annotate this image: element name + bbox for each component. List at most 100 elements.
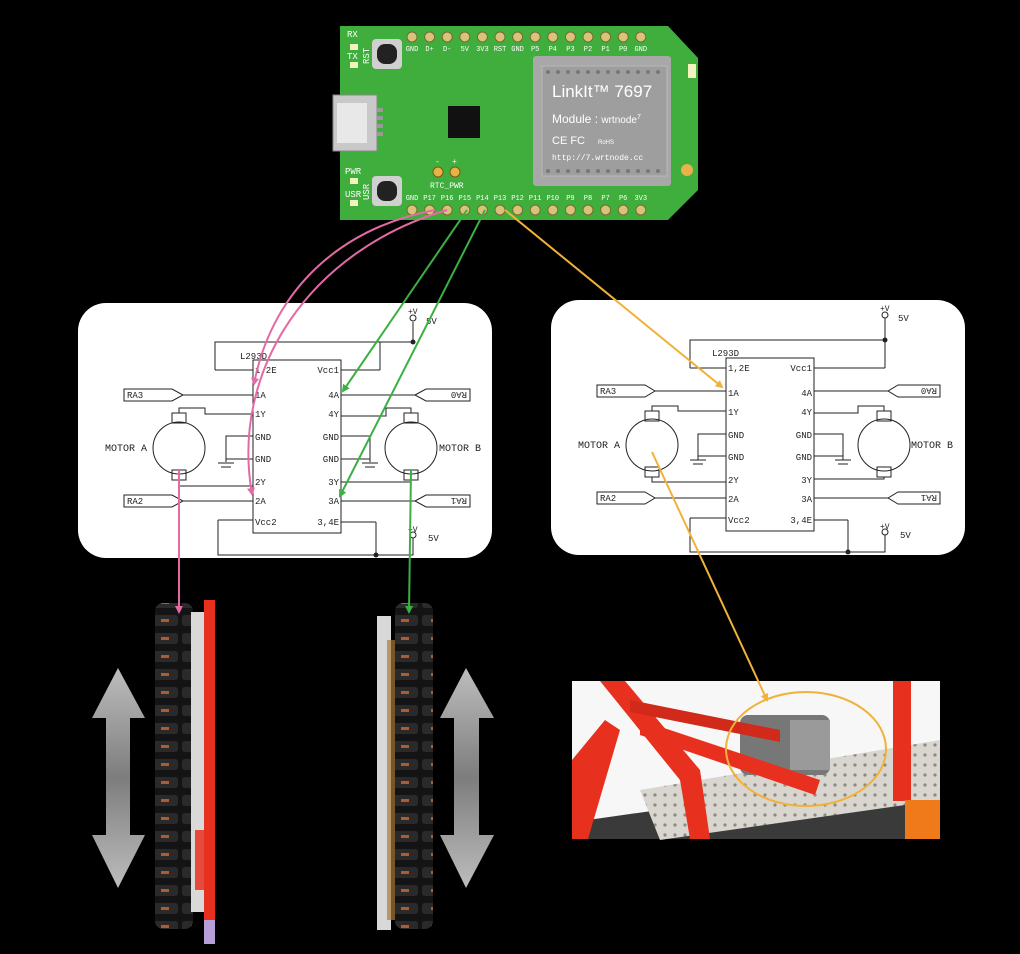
top-pin-label: P4 <box>549 46 557 54</box>
robot-arm-photo <box>572 681 940 840</box>
chip-pin-right: 4A <box>328 391 339 401</box>
bottom-header-pin <box>529 204 541 216</box>
schematic-left-panel: L293D 1,2E1A1YGNDGND2Y2AVcc2Vcc14A4YGNDG… <box>78 303 492 558</box>
top-header-pin <box>600 31 612 43</box>
servo-highlight-ellipse <box>725 691 887 807</box>
motor-a-symbol-right <box>625 418 679 472</box>
top-pin-label: RST <box>494 46 507 54</box>
chip-pin-right: 3,4E <box>317 518 339 528</box>
ra1-label-right: RA1 <box>921 492 937 502</box>
ra3-label-left: RA3 <box>127 391 143 401</box>
ra2-label-left: RA2 <box>127 497 143 507</box>
l293d-chip-left <box>252 359 342 534</box>
left-track-photo <box>92 600 215 944</box>
chip-pin-right: 3A <box>328 497 339 507</box>
top-header-pin <box>512 31 524 43</box>
module-subtitle: Module : wrtnode7 <box>552 112 641 126</box>
chip-pin-left: Vcc2 <box>728 516 750 526</box>
bottom-pin-label: P7 <box>601 195 609 203</box>
top-pin-label: 3V3 <box>476 46 489 54</box>
motor-a-label-right: MOTOR A <box>578 441 620 452</box>
chip-pin-right: Vcc1 <box>790 364 812 374</box>
bottom-header-pin <box>582 204 594 216</box>
schematic-right-panel: L293D 1,2E1A1YGNDGND2Y2AVcc2Vcc14A4YGNDG… <box>551 300 965 555</box>
top-header-pin <box>476 31 488 43</box>
chip-pin-left: GND <box>255 455 271 465</box>
rx-led <box>350 44 358 50</box>
top-header-pin <box>617 31 629 43</box>
left-direction-arrow <box>92 668 145 888</box>
top-pin-label: P2 <box>584 46 592 54</box>
bottom-pin-label: P14 <box>476 195 489 203</box>
wire-p12-to-1a-right <box>504 209 724 389</box>
bottom-pin-label: P8 <box>584 195 592 203</box>
wire-p14-to-4a <box>341 209 468 393</box>
label-rx: RX <box>347 30 358 40</box>
motor-a-label-left: MOTOR A <box>105 444 147 455</box>
ra3-label-right: RA3 <box>600 387 616 397</box>
ra0-label-left: RA0 <box>451 389 467 399</box>
right-track-photo <box>377 603 494 930</box>
motor-b-label-right: MOTOR B <box>911 441 953 452</box>
chip-pin-left: 1,2E <box>255 366 277 376</box>
top-header-pin <box>564 31 576 43</box>
top-pin-label: GND <box>511 46 524 54</box>
chip-pin-left: GND <box>728 431 744 441</box>
l293d-title-right: L293D <box>712 349 739 359</box>
label-rtc-minus: - <box>435 158 440 167</box>
chip-pin-left: 1A <box>255 391 266 401</box>
wire-motor-a-to-arm-servo <box>651 451 769 702</box>
wire-motor-b-to-right-track <box>405 469 414 614</box>
chip-pin-left: 2Y <box>728 476 739 486</box>
label-pwr: PWR <box>345 167 362 177</box>
l293d-title-left: L293D <box>240 352 267 362</box>
bottom-pin-label: P13 <box>494 195 507 203</box>
label-usr-vertical: USR <box>362 183 372 200</box>
module-rohs: RoHS <box>598 140 614 146</box>
motor-b-label-left: MOTOR B <box>439 444 481 455</box>
rtc-pad-minus <box>432 166 444 178</box>
motor-b-symbol-right <box>857 418 911 472</box>
plus-v-bot-right: +V <box>880 523 890 532</box>
top-pin-label: D- <box>443 46 451 54</box>
bottom-pin-label: P9 <box>566 195 574 203</box>
top-pin-label: GND <box>406 46 419 54</box>
chip-pin-right: GND <box>323 433 339 443</box>
board-mount-hole <box>681 164 693 176</box>
v5-top-right: 5V <box>898 314 909 324</box>
top-header-pin <box>635 31 647 43</box>
top-header-pin <box>547 31 559 43</box>
ra1-label-left: RA1 <box>451 495 467 505</box>
chip-pin-right: GND <box>323 455 339 465</box>
chip-pin-right: 4Y <box>328 410 339 420</box>
chip-pin-left: GND <box>255 433 271 443</box>
chip-pin-left: 2A <box>255 497 266 507</box>
top-pin-label: P1 <box>601 46 609 54</box>
bottom-header-pin <box>635 204 647 216</box>
ra2-label-right: RA2 <box>600 494 616 504</box>
chip-pin-left: 2A <box>728 495 739 505</box>
top-header-pin <box>494 31 506 43</box>
plus-v-top-right: +V <box>880 305 890 314</box>
chip-pin-left: 1A <box>728 389 739 399</box>
plus-v-top-left: +V <box>408 308 418 317</box>
top-pin-label: P5 <box>531 46 539 54</box>
top-header-pin <box>441 31 453 43</box>
chip-pin-left: Vcc2 <box>255 518 277 528</box>
chip-pin-left: 1Y <box>255 410 266 420</box>
bottom-pin-label: 3V3 <box>634 195 647 203</box>
chip-pin-left: GND <box>728 453 744 463</box>
top-header-pin <box>424 31 436 43</box>
label-usr: USR <box>345 190 362 200</box>
top-pin-label: 5V <box>461 46 470 54</box>
usr-led <box>350 200 358 206</box>
module-title: LinkIt™ 7697 <box>552 82 652 101</box>
mcu-chip <box>448 106 480 138</box>
bottom-header-pin <box>459 204 471 216</box>
bottom-header-pin <box>494 204 506 216</box>
v5-bot-left: 5V <box>428 534 439 544</box>
chip-pin-right: GND <box>796 453 812 463</box>
ra0-label-right: RA0 <box>921 385 937 395</box>
label-rtc-plus: + <box>452 158 457 167</box>
bottom-header-pin <box>600 204 612 216</box>
